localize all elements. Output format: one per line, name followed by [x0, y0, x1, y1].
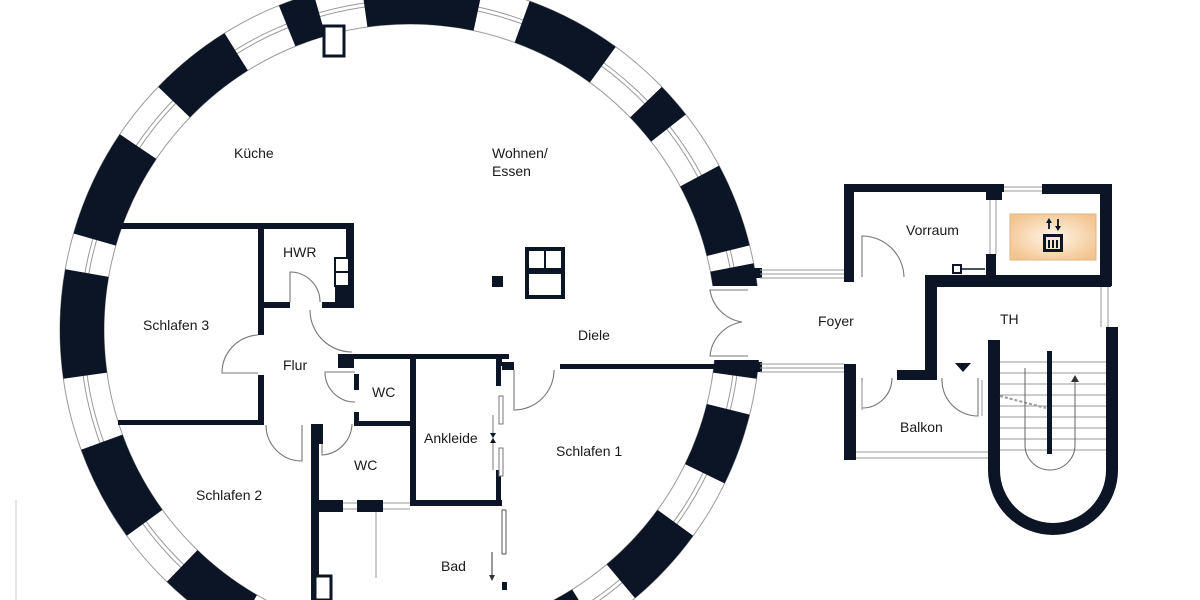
- outer-wall-segment: [158, 33, 249, 118]
- outer-wall-segment: [363, 0, 481, 31]
- room-label-flur: Flur: [283, 357, 307, 373]
- room-label-bad: Bad: [441, 558, 466, 574]
- room-label-wc-2: WC: [354, 457, 377, 473]
- outer-wall-segment: [684, 403, 750, 484]
- wall-segment: [742, 268, 762, 278]
- room-label-ankleide: Ankleide: [424, 430, 478, 446]
- room-labels: Küche Wohnen/ Essen HWR Schlafen 3 Flur …: [143, 145, 1019, 574]
- outer-wall-segment: [60, 269, 109, 379]
- wall-segment: [742, 362, 762, 372]
- circular-outer-wall: [59, 0, 762, 600]
- entrance-opening: [700, 286, 762, 360]
- room-label-th: TH: [1000, 311, 1019, 327]
- outer-wall-segment: [680, 165, 750, 257]
- room-label-vorraum: Vorraum: [906, 222, 959, 238]
- outer-wall-segment: [514, 1, 616, 83]
- door-swings: [221, 235, 979, 462]
- room-label-schlafen-1: Schlafen 1: [556, 443, 622, 459]
- room-label-foyer: Foyer: [818, 313, 854, 329]
- outer-wall-segment: [81, 434, 163, 536]
- room-label-essen: Essen: [492, 163, 531, 179]
- room-label-wohnen: Wohnen/: [492, 145, 548, 161]
- stairwell-wing: [760, 184, 1118, 535]
- outer-wall-segment: [629, 86, 686, 142]
- elevator-icon: [1009, 213, 1097, 261]
- outer-wall-segment: [166, 549, 258, 600]
- outer-wall-segment: [73, 134, 157, 247]
- room-label-diele: Diele: [578, 327, 610, 343]
- room-label-schlafen-3: Schlafen 3: [143, 317, 209, 333]
- sliding-door-ankleide: [489, 395, 504, 581]
- stair-direction-arrow: [1071, 375, 1079, 382]
- room-label-balkon: Balkon: [900, 419, 943, 435]
- room-label-schlafen-2: Schlafen 2: [196, 487, 262, 503]
- outer-wall-segment: [278, 0, 326, 47]
- room-label-kueche: Küche: [234, 145, 274, 161]
- entrance-triangle: [955, 363, 971, 372]
- outer-wall-segment: [606, 509, 694, 599]
- room-label-wc-1: WC: [372, 384, 395, 400]
- room-label-hwr: HWR: [283, 244, 316, 260]
- interior-walls: [118, 24, 720, 600]
